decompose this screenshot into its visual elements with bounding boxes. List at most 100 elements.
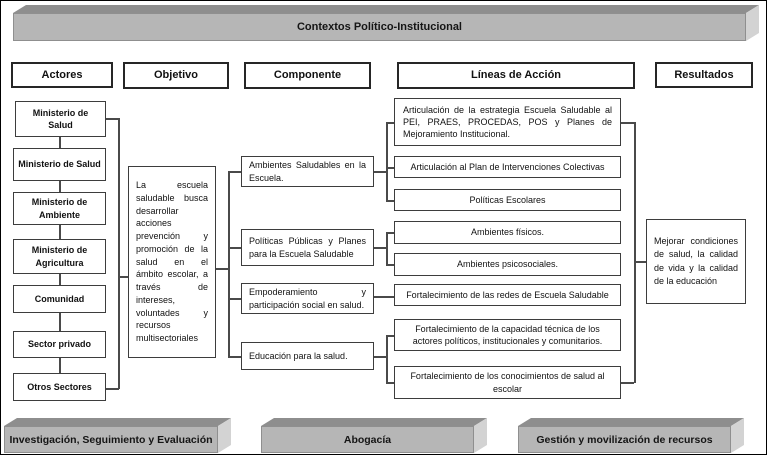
connector [59,137,61,148]
actor-ministerio-de-salud-1: Ministerio de Salud [15,101,106,137]
banner-top-face [13,5,759,13]
connector [59,358,61,373]
linea-label: Ambientes psicosociales. [456,259,559,270]
actor-label: Otros Sectores [27,381,92,392]
componente-label: Políticas Públicas y Planes para la Escu… [249,236,366,259]
linea-label: Articulación de la estrategia Escuela Sa… [403,104,612,140]
connector [228,171,241,173]
objetivo-box: La escuela saludable busca desarrollar a… [128,166,216,358]
banner-title: Contextos Político-Institucional [296,21,462,33]
linea-articulacion-estrategia: Articulación de la estrategia Escuela Sa… [394,98,621,146]
footer-bar2-side-face [474,418,487,453]
header-resultados-label: Resultados [674,68,734,81]
footer-bar-abogacia: Abogacía [261,426,474,453]
footer-bar1-side-face [218,418,231,453]
footer-bar2-top-face [261,418,487,426]
footer-bar-gestion-movilizacion-recursos: Gestión y movilización de recursos [518,426,731,453]
connector [386,232,394,234]
banner-side-face [746,5,759,41]
actor-otros-sectores: Otros Sectores [13,373,106,401]
connector [106,388,119,390]
connector [386,232,388,265]
footer-bar2-label: Abogacía [343,433,392,446]
componente-empoderamiento: Empoderamiento y participación social en… [241,283,374,314]
banner-contextos-politico-institucional: Contextos Político-Institucional [13,13,746,41]
connector [228,298,241,300]
connector [374,171,386,173]
connector [374,296,394,298]
connector [374,247,386,249]
linea-ambientes-psicosociales: Ambientes psicosociales. [394,253,621,276]
actor-ministerio-de-salud-2: Ministerio de Salud [13,148,106,181]
connector [386,200,394,202]
footer-bar1-top-face [4,418,231,426]
linea-label: Fortalecimiento de las redes de Escuela … [406,289,609,300]
actor-label: Ministerio de Agricultura [31,245,88,268]
componente-label: Empoderamiento y participación social en… [249,287,366,310]
connector [59,225,61,239]
connector [634,122,636,383]
componente-label: Educación para la salud. [249,350,348,361]
connector [118,118,120,389]
linea-label: Articulación al Plan de Intervenciones C… [410,161,605,172]
footer-bar-investigacion-seguimiento-evaluacion: Investigación, Seguimiento y Evaluación [4,426,218,453]
footer-bar1-label: Investigación, Seguimiento y Evaluación [9,433,213,446]
actor-label: Ministerio de Salud [18,159,101,170]
linea-label: Fortalecimiento de la capacidad técnica … [412,323,603,346]
connector [386,382,394,384]
connector [59,313,61,331]
connector [228,356,241,358]
actor-ministerio-de-agricultura: Ministerio de Agricultura [13,239,106,274]
linea-fortalecimiento-capacidad: Fortalecimiento de la capacidad técnica … [394,319,621,351]
actor-comunidad: Comunidad [13,285,106,313]
linea-articulacion-plan: Articulación al Plan de Intervenciones C… [394,156,621,178]
connector [228,171,230,357]
header-componente-label: Componente [273,69,342,82]
header-actores: Actores [11,62,113,88]
header-lineas-de-accion: Líneas de Acción [397,62,635,89]
connector [228,247,241,249]
header-actores-label: Actores [41,68,83,81]
connector [386,122,394,124]
componente-educacion-salud: Educación para la salud. [241,342,374,370]
linea-politicas-escolares: Políticas Escolares [394,189,621,211]
actor-label: Ministerio de Salud [32,107,89,130]
connector [386,167,394,169]
actor-label: Comunidad [34,293,85,304]
linea-fortalecimiento-conocimientos: Fortalecimiento de los conocimientos de … [394,366,621,399]
resultados-text: Mejorar condiciones de salud, la calidad… [654,236,738,286]
linea-ambientes-fisicos: Ambientes físicos. [394,221,621,244]
linea-label: Ambientes físicos. [470,227,545,238]
connector [634,261,646,263]
linea-label: Fortalecimiento de los conocimientos de … [410,371,605,394]
connector [386,335,388,383]
footer-bar3-label: Gestión y movilización de recursos [536,433,713,446]
connector [374,356,386,358]
header-objetivo: Objetivo [123,62,229,89]
connector [216,268,228,270]
actor-label: Ministerio de Ambiente [31,197,88,220]
connector [59,274,61,285]
linea-label: Políticas Escolares [469,194,546,205]
connector [386,122,388,201]
header-resultados: Resultados [655,62,753,88]
resultados-box: Mejorar condiciones de salud, la calidad… [646,219,746,304]
linea-fortalecimiento-redes: Fortalecimiento de las redes de Escuela … [394,284,621,306]
footer-bar3-side-face [731,418,744,453]
connector [106,118,119,120]
connector [386,264,394,266]
header-objetivo-label: Objetivo [153,69,198,82]
componente-ambientes-saludables: Ambientes Saludables en la Escuela. [241,156,374,187]
objetivo-text: La escuela saludable busca desarrollar a… [136,180,208,344]
connector [386,335,394,337]
header-lineas-label: Líneas de Acción [470,69,562,82]
componente-label: Ambientes Saludables en la Escuela. [249,160,366,183]
connector [118,276,128,278]
actor-ministerio-de-ambiente: Ministerio de Ambiente [13,192,106,225]
componente-politicas-publicas: Políticas Públicas y Planes para la Escu… [241,229,374,266]
actor-label: Sector privado [27,339,92,350]
actor-sector-privado: Sector privado [13,331,106,358]
connector [621,382,634,384]
footer-bar3-top-face [518,418,744,426]
